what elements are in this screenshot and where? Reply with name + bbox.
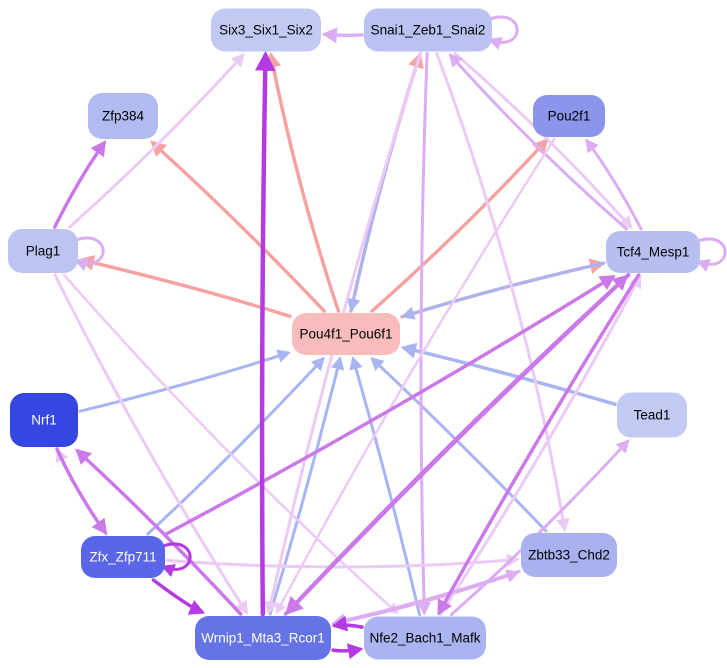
- self-loop-zfx: [161, 542, 192, 578]
- edge-tcf4-snai1: [448, 53, 628, 231]
- node-pou2f1-box[interactable]: [533, 95, 605, 137]
- edge-nfe2-tead1: [450, 439, 630, 616]
- edge-tcf4-pou4f1: [401, 261, 606, 320]
- node-tead1-box[interactable]: [617, 392, 687, 438]
- edge-plag1-wrnip1: [53, 273, 248, 615]
- node-nfe2[interactable]: Nfe2_Bach1_Mafk: [364, 616, 486, 660]
- edge-snai1-nfe2: [417, 52, 431, 616]
- edge-pou4f1-snai1: [349, 52, 424, 313]
- node-zbtb33[interactable]: Zbtb33_Chd2: [521, 533, 617, 577]
- edge-nrf1-zfx: [55, 447, 108, 535]
- edge-plag1-nfe2: [62, 273, 399, 615]
- node-plag1-box[interactable]: [8, 229, 78, 273]
- node-zfp384[interactable]: Zfp384: [88, 93, 158, 139]
- edge-pou4f1-six3: [265, 52, 341, 313]
- edge-nfe2-pou4f1: [349, 356, 421, 616]
- node-nfe2-box[interactable]: [364, 616, 486, 660]
- node-wrnip1-box[interactable]: [195, 616, 331, 660]
- node-six3[interactable]: Six3_Six1_Six2: [211, 8, 321, 52]
- edge-plag1-six3: [68, 53, 245, 229]
- edge-wrnip1-nfe2: [331, 643, 364, 660]
- node-zbtb33-box[interactable]: [521, 533, 617, 577]
- node-plag1[interactable]: Plag1: [8, 229, 78, 273]
- edge-plag1-zfp384: [53, 140, 107, 229]
- node-tcf4-box[interactable]: [606, 231, 700, 273]
- node-tcf4[interactable]: Tcf4_Mesp1: [606, 231, 700, 273]
- edge-zbtb33-pou4f1: [370, 356, 548, 533]
- node-nrf1[interactable]: Nrf1: [10, 393, 78, 447]
- self-loop-plag1: [74, 236, 105, 272]
- edge-wrnip1-pou4f1: [268, 356, 345, 616]
- edge-wrnip1-nrf1: [75, 448, 243, 616]
- edge-pou4f1-plag1: [78, 254, 292, 319]
- node-pou4f1[interactable]: Pou4f1_Pou6f1: [292, 313, 400, 355]
- node-snai1-box[interactable]: [364, 8, 492, 52]
- edge-zfx-tcf4: [164, 275, 616, 536]
- edge-snai1-zbtb33: [435, 52, 570, 532]
- node-wrnip1[interactable]: Wrnip1_Mta3_Rcor1: [195, 616, 331, 660]
- edge-wrnip1-tcf4: [283, 274, 629, 616]
- edge-tcf4-pou2f1: [585, 138, 643, 231]
- node-nrf1-box[interactable]: [10, 393, 78, 447]
- edge-pou4f1-zfp384: [150, 140, 326, 313]
- self-loop-tcf4: [696, 237, 727, 273]
- node-pou2f1[interactable]: Pou2f1: [533, 95, 605, 137]
- edge-zfx-wrnip1: [151, 578, 206, 615]
- node-snai1[interactable]: Snai1_Zeb1_Snai2: [364, 8, 492, 52]
- edge-pou4f1-pou2f1: [370, 138, 549, 313]
- node-zfp384-box[interactable]: [88, 93, 158, 139]
- edge-tead1-pou4f1: [400, 342, 617, 406]
- edge-snai1-six3: [321, 27, 364, 44]
- edge-wrnip1-six3: [254, 51, 276, 617]
- node-zfx[interactable]: Zfx_Zfp711: [81, 536, 165, 578]
- edge-pou2f1-wrnip1: [275, 137, 556, 615]
- edge-zbtb33-wrnip1: [332, 569, 521, 627]
- edge-nfe2-tcf4: [438, 274, 642, 616]
- edge-tcf4-nfe2: [437, 273, 641, 616]
- edge-nrf1-pou4f1: [78, 349, 291, 413]
- node-six3-box[interactable]: [211, 8, 321, 52]
- edge-snai1-tcf4: [453, 52, 633, 230]
- node-pou4f1-box[interactable]: [292, 313, 400, 355]
- edge-nfe2-wrnip1: [331, 615, 364, 632]
- node-tead1[interactable]: Tead1: [617, 392, 687, 438]
- self-loop-snai1: [488, 15, 519, 51]
- node-zfx-box[interactable]: [81, 536, 165, 578]
- edge-zfx-pou4f1: [146, 356, 325, 536]
